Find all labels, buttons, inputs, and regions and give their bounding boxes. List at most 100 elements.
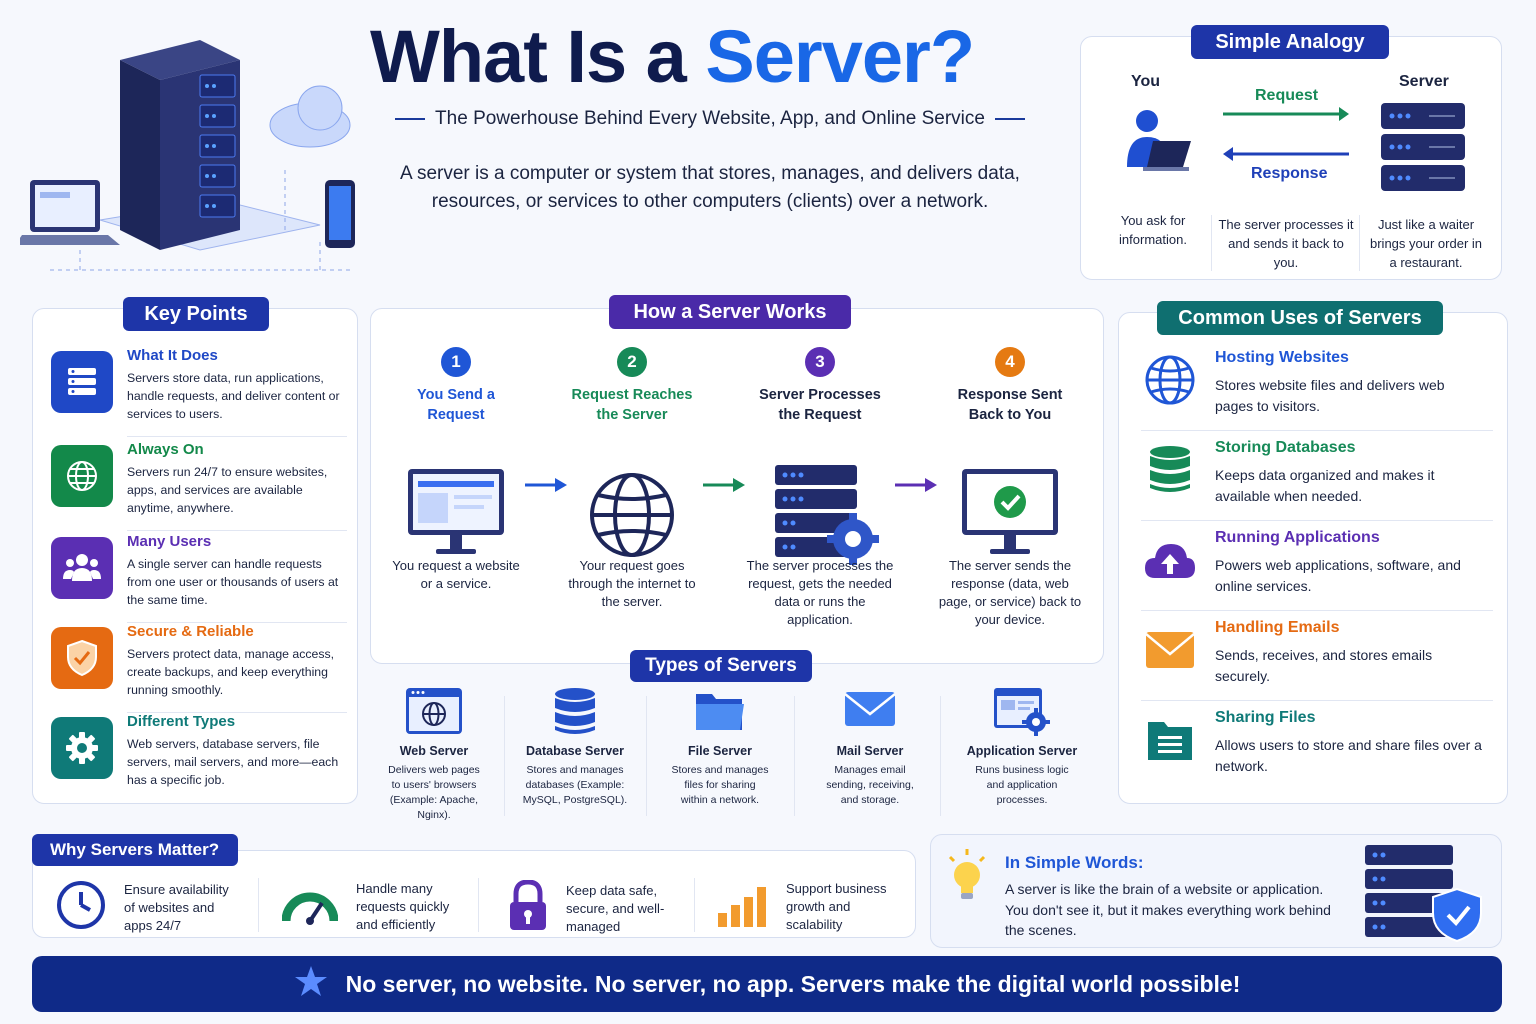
clock-icon bbox=[56, 880, 106, 935]
type-application-server: Application Server Runs business logic a… bbox=[952, 686, 1092, 808]
cloud-upload-icon bbox=[1141, 531, 1199, 589]
intro-text: A server is a computer or system that st… bbox=[400, 163, 1020, 212]
step-number: 1 bbox=[441, 347, 471, 377]
type-title: File Server bbox=[688, 744, 752, 758]
database-icon bbox=[505, 686, 645, 738]
why-item: Ensure availability of websites and apps… bbox=[56, 880, 234, 935]
key-point-item: Always On Servers run 24/7 to ensure web… bbox=[51, 441, 347, 531]
common-uses-panel: Common Uses of Servers Hosting Websites … bbox=[1118, 301, 1508, 804]
shield-icon bbox=[51, 627, 113, 689]
why-text: Handle many requests quickly and efficie… bbox=[356, 881, 450, 932]
type-title: Web Server bbox=[399, 744, 469, 758]
step-3: 3 Server Processes the Request The serve… bbox=[735, 347, 905, 627]
arrow-right-icon bbox=[525, 477, 567, 493]
request-label: Request bbox=[1255, 87, 1319, 104]
step-text: The server processes the request, gets t… bbox=[746, 558, 894, 627]
step-number: 2 bbox=[617, 347, 647, 377]
why-text: Ensure availability of websites and apps… bbox=[124, 881, 229, 933]
server-shield-icon bbox=[1361, 841, 1487, 945]
globe-icon bbox=[582, 467, 682, 567]
use-title: Running Applications bbox=[1215, 529, 1380, 546]
step-2: 2 Request Reaches the Server Your reques… bbox=[547, 347, 717, 609]
type-mail-server: Mail Server Manages email sending, recei… bbox=[800, 686, 940, 808]
use-title: Sharing Files bbox=[1215, 709, 1316, 726]
key-point-title: Different Types bbox=[127, 713, 236, 730]
monitor-check-icon bbox=[960, 467, 1060, 567]
why-text: Keep data safe, secure, and well-managed bbox=[566, 882, 665, 934]
analogy-divider bbox=[1211, 215, 1212, 271]
response-arrow-icon bbox=[1223, 147, 1349, 161]
type-text: Runs business logic and application proc… bbox=[975, 764, 1069, 806]
gear-icon bbox=[51, 717, 113, 779]
simple-words-title: In Simple Words: bbox=[1005, 853, 1144, 872]
step-title: You Send a Request bbox=[417, 387, 495, 423]
subtitle-left-rule bbox=[395, 118, 426, 120]
page-subtitle: The Powerhouse Behind Every Website, App… bbox=[384, 108, 1036, 130]
lock-icon bbox=[508, 879, 548, 937]
use-text: Sends, receives, and stores emails secur… bbox=[1215, 647, 1433, 684]
key-point-title: Secure & Reliable bbox=[127, 623, 254, 640]
page-title: What Is a Server? bbox=[370, 15, 975, 98]
key-points-title: Key Points bbox=[123, 297, 269, 331]
browser-globe-icon bbox=[364, 686, 504, 738]
file-folder-icon bbox=[1141, 711, 1199, 769]
key-point-text: A single server can handle requests from… bbox=[127, 557, 339, 607]
server-text: Just like a waiter brings your order in … bbox=[1370, 217, 1482, 270]
why-item: Handle many requests quickly and efficie… bbox=[281, 880, 466, 934]
step-text: Your request goes through the internet t… bbox=[568, 558, 696, 609]
use-item: Running Applications Powers web applicat… bbox=[1141, 521, 1493, 611]
hero-illustration bbox=[15, 20, 370, 280]
types-title: Types of Servers bbox=[630, 650, 812, 682]
use-title: Handling Emails bbox=[1215, 619, 1340, 636]
key-points-panel: Key Points What It Does Servers store da… bbox=[32, 297, 358, 804]
use-text: Powers web applications, software, and o… bbox=[1215, 557, 1461, 594]
use-title: Hosting Websites bbox=[1215, 349, 1349, 366]
step-text: You request a website or a service. bbox=[392, 558, 520, 591]
key-point-title: Many Users bbox=[127, 533, 212, 550]
footer-text: No server, no website. No server, no app… bbox=[345, 970, 1241, 997]
server-gear-icon bbox=[773, 463, 883, 569]
uses-title: Common Uses of Servers bbox=[1157, 301, 1443, 335]
footer-banner: No server, no website. No server, no app… bbox=[32, 956, 1502, 1012]
key-point-title: Always On bbox=[127, 441, 204, 458]
step-1: 1 You Send a Request You request a websi… bbox=[371, 347, 541, 591]
use-item: Handling Emails Sends, receives, and sto… bbox=[1141, 611, 1493, 701]
you-label: You bbox=[1131, 73, 1161, 90]
type-title: Application Server bbox=[966, 744, 1078, 758]
key-point-item: Many Users A single server can handle re… bbox=[51, 533, 347, 623]
type-database-server: Database Server Stores and manages datab… bbox=[505, 686, 645, 808]
step-number: 3 bbox=[805, 347, 835, 377]
type-text: Stores and manages databases (Example: M… bbox=[522, 764, 628, 806]
type-title: Database Server bbox=[526, 744, 624, 758]
step-title: Response Sent Back to You bbox=[957, 387, 1063, 423]
key-point-item: What It Does Servers store data, run app… bbox=[51, 347, 347, 437]
analogy-divider bbox=[1359, 215, 1360, 271]
analogy-panel: Simple Analogy You Server Request Respon… bbox=[1080, 25, 1502, 280]
type-file-server: File Server Stores and manages files for… bbox=[650, 686, 790, 808]
globe-icon bbox=[51, 445, 113, 507]
middle-text: The server processes it and sends it bac… bbox=[1218, 217, 1354, 270]
use-item: Hosting Websites Stores website files an… bbox=[1141, 341, 1493, 431]
request-arrow-icon bbox=[1223, 107, 1349, 121]
use-text: Allows users to store and share files ov… bbox=[1215, 737, 1482, 774]
you-text: You ask for information. bbox=[1119, 213, 1187, 247]
server-label: Server bbox=[1399, 73, 1449, 90]
subtitle-right-rule bbox=[994, 118, 1025, 120]
analogy-title: Simple Analogy bbox=[1191, 25, 1389, 59]
step-text: The server sends the response (data, web… bbox=[938, 558, 1082, 627]
step-title: Server Processes the Request bbox=[759, 387, 881, 423]
database-icon bbox=[1141, 441, 1199, 499]
key-point-item: Different Types Web servers, database se… bbox=[51, 713, 347, 803]
key-point-item: Secure & Reliable Servers protect data, … bbox=[51, 623, 347, 713]
type-text: Manages email sending, receiving, and st… bbox=[826, 764, 914, 806]
arrow-right-icon bbox=[895, 477, 937, 493]
type-title: Mail Server bbox=[836, 744, 904, 758]
key-point-text: Servers run 24/7 to ensure websites, app… bbox=[127, 465, 328, 515]
response-label: Response bbox=[1251, 165, 1328, 182]
use-text: Stores website files and delivers web pa… bbox=[1215, 377, 1445, 414]
envelope-icon bbox=[800, 686, 940, 738]
key-point-text: Web servers, database servers, file serv… bbox=[127, 737, 339, 787]
simple-words-panel: In Simple Words: A server is like the br… bbox=[930, 834, 1502, 948]
key-point-text: Servers protect data, manage access, cre… bbox=[127, 647, 335, 697]
star-icon bbox=[294, 965, 328, 1003]
